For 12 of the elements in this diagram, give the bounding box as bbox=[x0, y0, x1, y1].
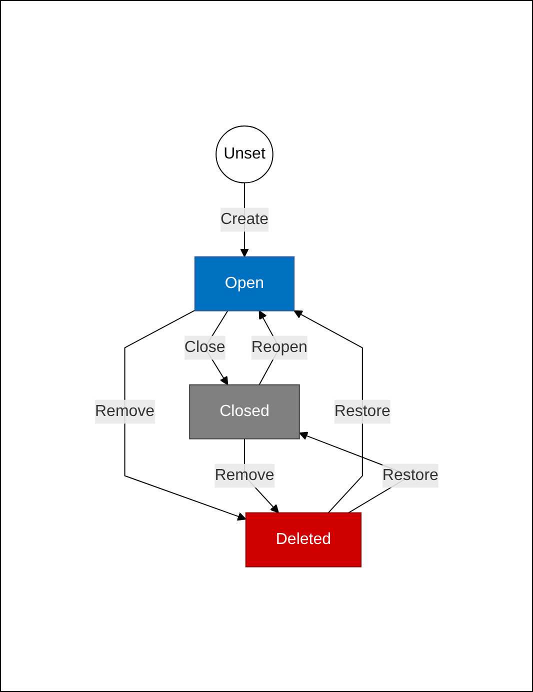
arrow bbox=[293, 310, 363, 513]
edge-label: Close bbox=[184, 338, 226, 356]
edge-label: Create bbox=[220, 210, 268, 228]
edge-label: Remove bbox=[94, 402, 154, 420]
edge-label: Restore bbox=[334, 402, 390, 420]
node-box: Closed bbox=[188, 384, 300, 439]
edge-label: Remove bbox=[214, 466, 274, 484]
node-box: Deleted bbox=[245, 512, 362, 567]
node-box: Open bbox=[194, 256, 294, 311]
node-circle: Unset bbox=[215, 125, 274, 183]
edge-label: Restore bbox=[382, 466, 438, 484]
edge-label: Reopen bbox=[251, 338, 308, 356]
